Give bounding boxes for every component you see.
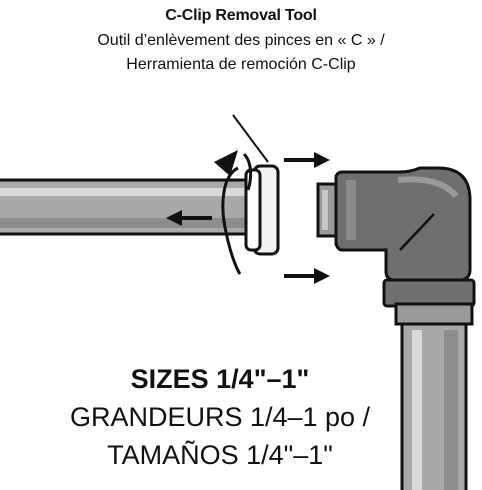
push-arrow-bottom-icon bbox=[284, 268, 330, 284]
leader-line bbox=[232, 114, 269, 163]
tool-title: C-Clip Removal Tool bbox=[165, 7, 317, 24]
sizes-fr: GRANDEURS 1/4–1 po / bbox=[69, 402, 371, 432]
push-arrow-top-icon bbox=[284, 152, 330, 168]
rotation-arrow-icon bbox=[214, 150, 253, 275]
sizes-es: TAMAÑOS 1/4"–1" bbox=[107, 440, 333, 470]
sizes-en: SIZES 1/4"–1" bbox=[130, 364, 310, 394]
tool-title-fr: Outil d’enlèvement des pinces en « C » / bbox=[97, 32, 385, 49]
tool-title-es: Herramienta de remoción C-Clip bbox=[126, 56, 356, 73]
elbow-fitting bbox=[334, 166, 476, 326]
vertical-pipe bbox=[400, 320, 468, 490]
pull-arrow-icon bbox=[166, 210, 212, 226]
horizontal-pipe bbox=[0, 178, 270, 236]
